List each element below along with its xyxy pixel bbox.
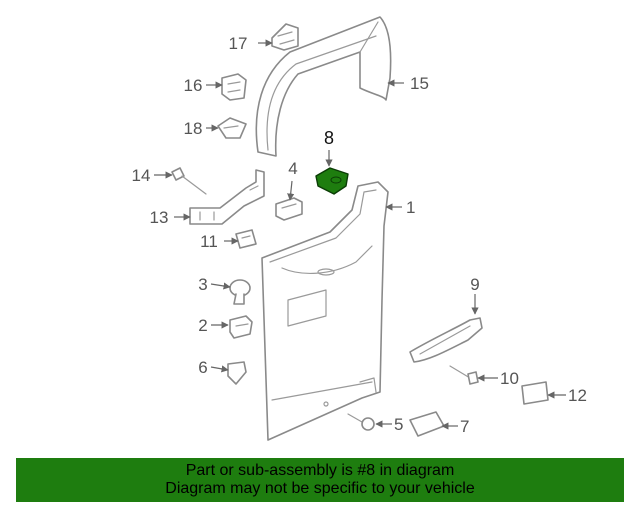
callout-2: 2: [198, 316, 207, 335]
part-18-clip: [217, 117, 247, 139]
part-9-pull-handle: [409, 317, 483, 363]
footer-banner: Part or sub-assembly is #8 in diagram Di…: [16, 458, 624, 502]
callout-7: 7: [460, 417, 469, 436]
part-17-clip: [271, 23, 299, 51]
part-16-retainer: [221, 73, 247, 101]
callout-14: 14: [132, 166, 151, 185]
leader-lines: [154, 39, 566, 430]
part-14-screw: [171, 167, 207, 195]
footer-line-1: Part or sub-assembly is #8 in diagram: [185, 462, 455, 479]
callout-6: 6: [198, 358, 207, 377]
callout-3: 3: [198, 275, 207, 294]
callout-8: 8: [324, 128, 334, 148]
parts-diagram: 17 16 18 14 13 11 3 2 6 4 8 15 1 9 10 12…: [132, 16, 587, 441]
part-3-push-pin: [229, 279, 251, 305]
callout-1: 1: [406, 198, 415, 217]
part-7-cover: [409, 411, 445, 437]
callout-9: 9: [470, 275, 479, 294]
part-13-bracket: [189, 169, 265, 225]
callout-10: 10: [500, 369, 519, 388]
part-10-screw: [449, 365, 479, 385]
part-15-arch-trim: [255, 16, 392, 157]
callout-11: 11: [200, 232, 218, 251]
part-5-screw: [347, 413, 375, 431]
callout-5: 5: [394, 415, 403, 434]
callout-17: 17: [229, 34, 248, 53]
part-2-clip: [229, 315, 253, 339]
callout-18: 18: [184, 119, 203, 138]
part-6-push-pin: [227, 361, 247, 385]
callout-15: 15: [410, 74, 429, 93]
part-8-highlighted: [315, 167, 349, 195]
part-11-clip: [235, 229, 257, 249]
part-4-clip: [275, 197, 303, 221]
footer-line-2: Diagram may not be specific to your vehi…: [165, 480, 475, 497]
part-1-trim-panel: [261, 181, 389, 441]
callout-13: 13: [150, 208, 169, 227]
part-12-cover: [521, 381, 549, 405]
callout-4: 4: [288, 159, 297, 178]
callout-12: 12: [568, 386, 587, 405]
callout-16: 16: [184, 76, 203, 95]
